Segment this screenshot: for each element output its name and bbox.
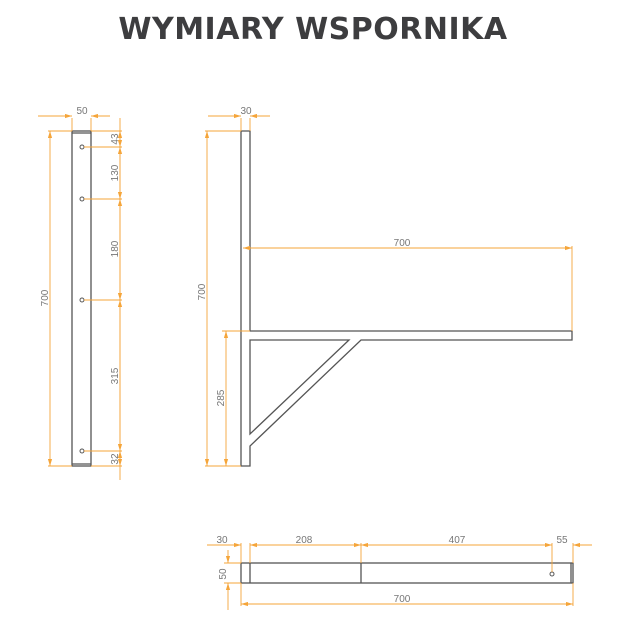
page-title: WYMIARY WSPORNIKA <box>118 12 508 47</box>
dim-spacing-1: 43 <box>110 133 121 145</box>
bracket-brace-gap <box>249 339 351 436</box>
dim-segment-4: 55 <box>556 535 568 546</box>
dim-length: 700 <box>394 594 411 605</box>
dim-spacing-2: 130 <box>110 164 121 181</box>
dim-spacing-3: 180 <box>110 240 121 257</box>
dim-arm-height: 285 <box>216 389 227 406</box>
dim-spacing-4: 315 <box>110 367 121 384</box>
bracket-top-bar <box>240 562 574 584</box>
hole <box>79 144 85 150</box>
dim-arm-length: 700 <box>394 238 411 249</box>
dim-width: 50 <box>218 568 229 580</box>
dim-width: 30 <box>240 106 252 117</box>
dim-height: 700 <box>40 289 51 306</box>
front-view: 50 700 43 130 180 315 32 <box>38 106 123 480</box>
bracket-side-profile <box>240 130 573 467</box>
hole <box>79 448 85 454</box>
dim-segment-3: 407 <box>449 535 466 546</box>
dim-width: 50 <box>76 106 88 117</box>
hole <box>79 196 85 202</box>
hole <box>549 571 555 577</box>
dim-height: 700 <box>197 283 208 300</box>
dim-segment-1: 30 <box>216 535 228 546</box>
hole <box>79 297 85 303</box>
dim-segment-2: 208 <box>296 535 313 546</box>
dim-spacing-5: 32 <box>110 453 121 465</box>
top-view: 30 208 407 55 50 700 <box>207 535 592 610</box>
side-view: 30 700 285 700 <box>197 106 573 467</box>
